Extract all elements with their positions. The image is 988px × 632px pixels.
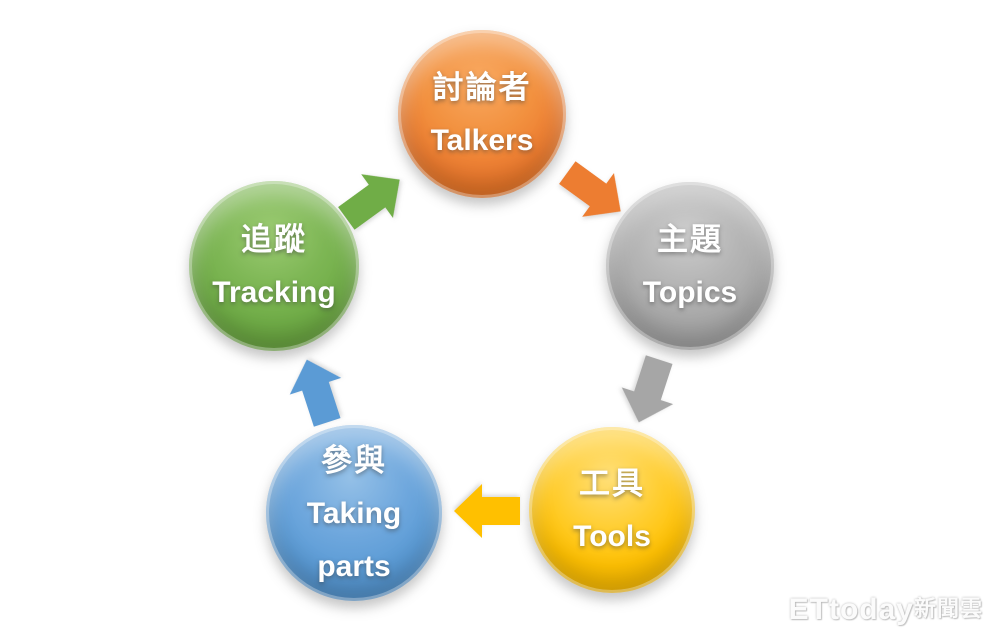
watermark-brand-text: ETtoday xyxy=(788,593,914,626)
node-topics-label: 主題 Topics xyxy=(606,182,774,350)
arrow-talkers-to-topics-icon xyxy=(559,161,621,217)
node-talkers-label: 討論者 Talkers xyxy=(398,30,566,198)
watermark: ETtoday新聞雲 xyxy=(789,591,983,627)
node-taking-parts-circle: 參與 Taking parts xyxy=(266,425,442,601)
node-talkers-label-en: Talkers xyxy=(430,124,534,157)
arrow-taking-parts-to-tracking-icon xyxy=(289,359,342,427)
node-taking-parts: 參與 Taking parts xyxy=(266,425,442,601)
node-talkers-label-zh: 討論者 xyxy=(432,70,532,105)
node-tools-label-en: Tools xyxy=(573,520,651,553)
node-topics-circle: 主題 Topics xyxy=(606,182,774,350)
node-tools-circle: 工具 Tools xyxy=(529,427,695,593)
arrow-tracking-to-talkers-icon xyxy=(338,174,400,230)
node-tracking-label: 追蹤 Tracking xyxy=(189,181,359,351)
node-talkers: 討論者 Talkers xyxy=(398,30,566,198)
node-taking-parts-label-en: Taking parts xyxy=(306,496,402,583)
node-topics-label-zh: 主題 xyxy=(657,222,723,257)
node-topics-label-en: Topics xyxy=(642,276,738,309)
node-taking-parts-label: 參與 Taking parts xyxy=(266,425,442,601)
node-taking-parts-label-zh: 參與 xyxy=(321,442,387,478)
watermark-suffix-text: 新聞雲 xyxy=(913,596,983,621)
node-topics: 主題 Topics xyxy=(606,182,774,350)
node-tools: 工具 Tools xyxy=(529,427,695,593)
node-tracking-label-en: Tracking xyxy=(212,276,336,309)
arrow-tools-to-taking-parts-icon xyxy=(454,484,520,538)
node-tools-label: 工具 Tools xyxy=(529,427,695,593)
node-talkers-circle: 討論者 Talkers xyxy=(398,30,566,198)
node-tracking-label-zh: 追蹤 xyxy=(241,222,307,257)
arrow-topics-to-tools-icon xyxy=(621,355,674,423)
node-tools-label-zh: 工具 xyxy=(579,466,645,501)
node-tracking-circle: 追蹤 Tracking xyxy=(189,181,359,351)
node-tracking: 追蹤 Tracking xyxy=(189,181,359,351)
